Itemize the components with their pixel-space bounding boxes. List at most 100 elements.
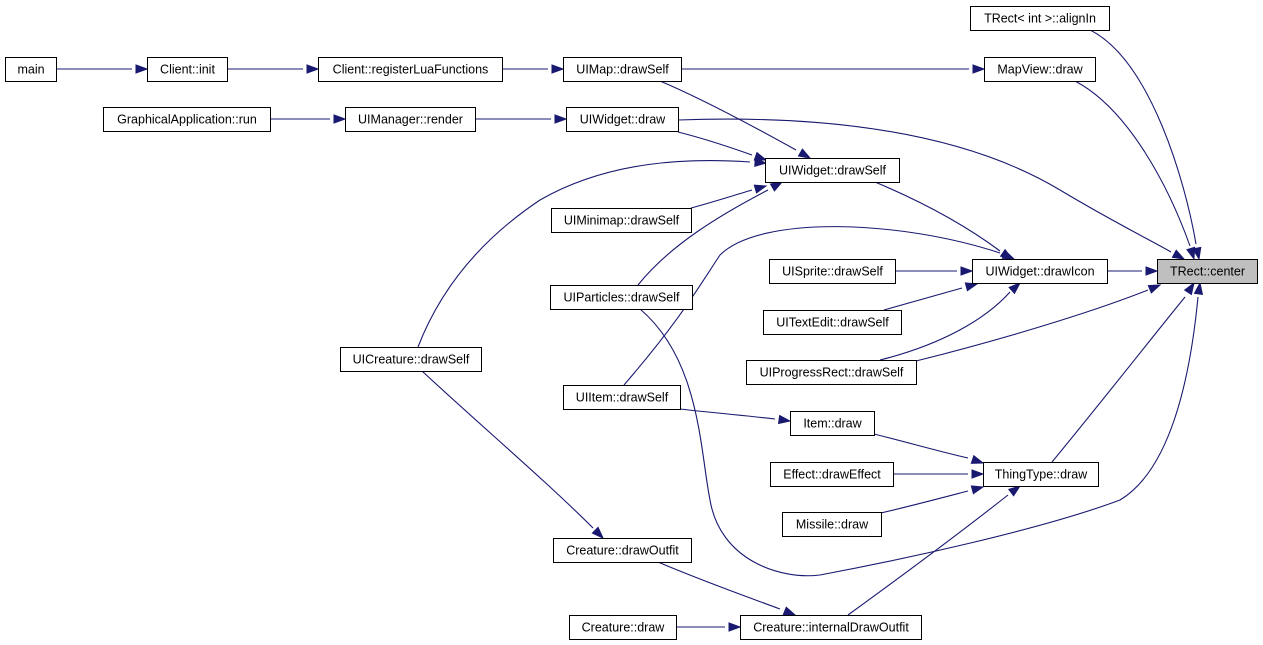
arrowhead-icon bbox=[554, 114, 568, 124]
node-box bbox=[553, 538, 692, 563]
edge-line bbox=[623, 226, 1001, 386]
node-uitextedit-drawself[interactable]: UITextEdit::drawSelf bbox=[763, 310, 902, 335]
node-box bbox=[340, 347, 482, 372]
node-creature-draw[interactable]: Creature::draw bbox=[569, 615, 677, 640]
node-label: Creature::drawOutfit bbox=[566, 544, 679, 558]
node-trect-alignin[interactable]: TRect< int >::alignIn bbox=[970, 6, 1110, 31]
node-box bbox=[740, 615, 922, 640]
node-creature-internaldrawoutfit[interactable]: Creature::internalDrawOutfit bbox=[740, 615, 922, 640]
node-box bbox=[970, 6, 1110, 31]
node-mapview-draw[interactable]: MapView::draw bbox=[984, 57, 1096, 82]
edge-line bbox=[421, 370, 594, 529]
node-box bbox=[770, 462, 894, 487]
node-uiitem-drawself[interactable]: UIItem::drawSelf bbox=[563, 385, 681, 410]
node-label: ThingType::draw bbox=[995, 468, 1088, 482]
node-box bbox=[1157, 259, 1258, 284]
node-label: UIWidget::drawIcon bbox=[985, 265, 1094, 279]
node-label: UIMinimap::drawSelf bbox=[564, 214, 680, 228]
node-graphicalapp-run[interactable]: GraphicalApplication::run bbox=[103, 107, 271, 132]
node-uiwidget-drawself[interactable]: UIWidget::drawSelf bbox=[765, 158, 900, 183]
node-client-init[interactable]: Client::init bbox=[147, 57, 228, 82]
edge-line bbox=[690, 189, 753, 209]
node-client-reg[interactable]: Client::registerLuaFunctions bbox=[318, 57, 503, 82]
node-box bbox=[345, 107, 476, 132]
arrowhead-icon bbox=[782, 606, 797, 616]
call-edge-uimanager_render-to-uiwidget_draw bbox=[475, 114, 568, 124]
node-main[interactable]: main bbox=[5, 57, 57, 82]
node-box bbox=[563, 57, 682, 82]
arrowhead-icon bbox=[333, 114, 347, 124]
node-box bbox=[569, 615, 677, 640]
arrowhead-icon bbox=[753, 184, 768, 194]
node-label: TRect::center bbox=[1170, 265, 1245, 279]
node-label: Client::init bbox=[160, 63, 215, 77]
node-label: UICreature::drawSelf bbox=[353, 353, 470, 367]
call-edge-uiwidget_drawself-to-uiwidget_drawicon bbox=[874, 181, 1014, 260]
arrowhead-icon bbox=[1147, 284, 1162, 294]
call-edge-mapview_draw-to-trect_center bbox=[1074, 80, 1196, 261]
node-uisprite-drawself[interactable]: UISprite::drawSelf bbox=[769, 259, 896, 284]
node-label: UIManager::render bbox=[358, 113, 463, 127]
node-creature-drawoutfit[interactable]: Creature::drawOutfit bbox=[553, 538, 692, 563]
node-uiprogressrect-drawself[interactable]: UIProgressRect::drawSelf bbox=[746, 360, 917, 385]
call-edge-uiminimap_drawself-to-uiwidget_drawself bbox=[690, 184, 768, 209]
node-box bbox=[746, 360, 917, 385]
edge-line bbox=[1051, 296, 1186, 463]
node-box bbox=[790, 411, 875, 436]
call-edge-uimap_drawself-to-uiwidget_drawself bbox=[659, 80, 812, 159]
node-label: UIWidget::drawSelf bbox=[779, 164, 887, 178]
call-edge-uiwidget_draw-to-trect_center bbox=[677, 118, 1186, 260]
arrowhead-icon bbox=[1145, 266, 1159, 276]
call-edge-uitextedit_drawself-to-uiwidget_drawicon bbox=[883, 282, 979, 311]
node-label: MapView::draw bbox=[997, 63, 1083, 77]
call-edge-uiitem_drawself-to-item_draw bbox=[679, 408, 792, 425]
node-box bbox=[765, 158, 900, 183]
call-edge-uicreature_drawself-to-uiwidget_drawself bbox=[417, 157, 768, 348]
arrowhead-icon bbox=[1007, 485, 1022, 497]
arrowhead-icon bbox=[306, 64, 320, 74]
node-uimanager-render[interactable]: UIManager::render bbox=[345, 107, 476, 132]
arrowhead-icon bbox=[972, 64, 986, 74]
edge-line bbox=[873, 433, 969, 459]
arrowhead-icon bbox=[551, 64, 565, 74]
node-box bbox=[550, 285, 693, 310]
node-uimap-drawself[interactable]: UIMap::drawSelf bbox=[563, 57, 682, 82]
node-uiwidget-draw[interactable]: UIWidget::draw bbox=[566, 107, 679, 132]
call-edge-effect_draweffect-to-thingtype_draw bbox=[893, 469, 985, 479]
node-label: Effect::drawEffect bbox=[783, 468, 881, 482]
node-label: TRect< int >::alignIn bbox=[984, 12, 1096, 26]
arrowhead-icon bbox=[591, 526, 605, 540]
node-label: UISprite::drawSelf bbox=[782, 265, 883, 279]
node-thingtype-draw[interactable]: ThingType::draw bbox=[983, 462, 1099, 487]
call-edge-client_reg-to-uimap_drawself bbox=[502, 64, 565, 74]
node-item-draw[interactable]: Item::draw bbox=[790, 411, 875, 436]
edge-line bbox=[1089, 29, 1197, 245]
node-uiparticles-drawself[interactable]: UIParticles::drawSelf bbox=[550, 285, 693, 310]
call-edge-uicreature_drawself-to-creature_drawoutfit bbox=[421, 370, 605, 540]
node-label: UIProgressRect::drawSelf bbox=[760, 366, 904, 380]
node-uiwidget-drawicon[interactable]: UIWidget::drawIcon bbox=[972, 259, 1108, 284]
node-uiminimap-drawself[interactable]: UIMinimap::drawSelf bbox=[551, 208, 692, 233]
node-label: Creature::draw bbox=[582, 621, 666, 635]
node-label: UIWidget::draw bbox=[580, 113, 666, 127]
arrowhead-icon bbox=[1001, 250, 1016, 260]
edge-line bbox=[659, 80, 797, 151]
node-uicreature-drawself[interactable]: UICreature::drawSelf bbox=[340, 347, 482, 372]
call-edge-uiwidget_drawicon-to-trect_center bbox=[1107, 266, 1159, 276]
arrowhead-icon bbox=[970, 454, 985, 464]
call-edge-uimap_drawself-to-mapview_draw bbox=[681, 64, 986, 74]
edge-line bbox=[880, 490, 969, 514]
node-label: GraphicalApplication::run bbox=[117, 113, 257, 127]
node-effect-draweffect[interactable]: Effect::drawEffect bbox=[770, 462, 894, 487]
node-trect-center[interactable]: TRect::center bbox=[1157, 259, 1258, 284]
arrowhead-icon bbox=[797, 148, 812, 159]
node-box bbox=[983, 462, 1099, 487]
arrowhead-icon bbox=[777, 414, 792, 425]
call-edge-uiwidget_draw-to-uiwidget_drawself bbox=[677, 131, 768, 161]
edge-line bbox=[637, 189, 769, 286]
node-missile-draw[interactable]: Missile::draw bbox=[782, 512, 882, 537]
call-edge-uiprogressrect_drawself-to-uiwidget_drawicon bbox=[879, 282, 1022, 361]
edge-line bbox=[883, 287, 963, 311]
arrowhead-icon bbox=[1193, 281, 1204, 296]
call-edge-uiparticles_drawself-to-uiwidget_drawself bbox=[637, 181, 784, 286]
